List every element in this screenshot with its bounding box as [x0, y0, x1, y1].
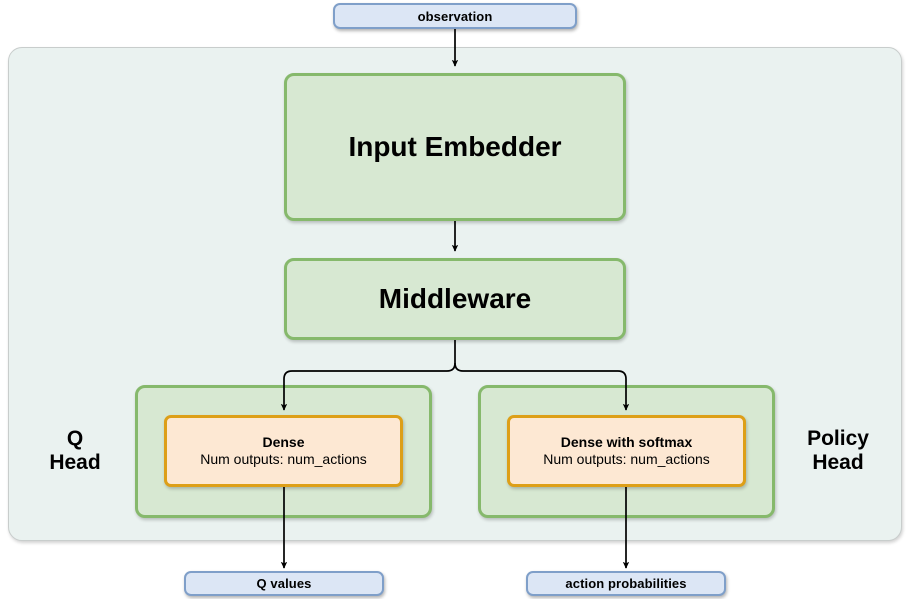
q-head-dense-title: Dense: [262, 433, 305, 450]
q-values-box[interactable]: Q values: [184, 571, 384, 596]
q-values-label: Q values: [256, 576, 312, 591]
policy-head-dense-box[interactable]: Dense with softmax Num outputs: num_acti…: [507, 415, 746, 487]
observation-box[interactable]: observation: [333, 3, 577, 29]
q-head-dense-box[interactable]: Dense Num outputs: num_actions: [164, 415, 403, 487]
q-head-dense-subtitle: Num outputs: num_actions: [200, 451, 367, 467]
q-head-caption-line1: Q: [66, 426, 84, 450]
q-head-caption: Q Head: [22, 415, 128, 487]
policy-head-dense-subtitle: Num outputs: num_actions: [543, 451, 710, 467]
policy-head-caption-line2: Head: [812, 451, 864, 474]
input-embedder-box[interactable]: Input Embedder: [284, 73, 626, 221]
policy-head-caption-line1: Policy: [807, 426, 869, 450]
action-probabilities-label: action probabilities: [565, 576, 687, 591]
middleware-label: Middleware: [378, 283, 532, 314]
q-head-caption-line2: Head: [49, 451, 101, 474]
policy-head-dense-title: Dense with softmax: [560, 433, 693, 450]
input-embedder-label: Input Embedder: [348, 131, 562, 162]
observation-label: observation: [417, 8, 493, 24]
policy-head-caption: Policy Head: [782, 415, 894, 487]
middleware-box[interactable]: Middleware: [284, 258, 626, 340]
action-probabilities-box[interactable]: action probabilities: [526, 571, 726, 596]
